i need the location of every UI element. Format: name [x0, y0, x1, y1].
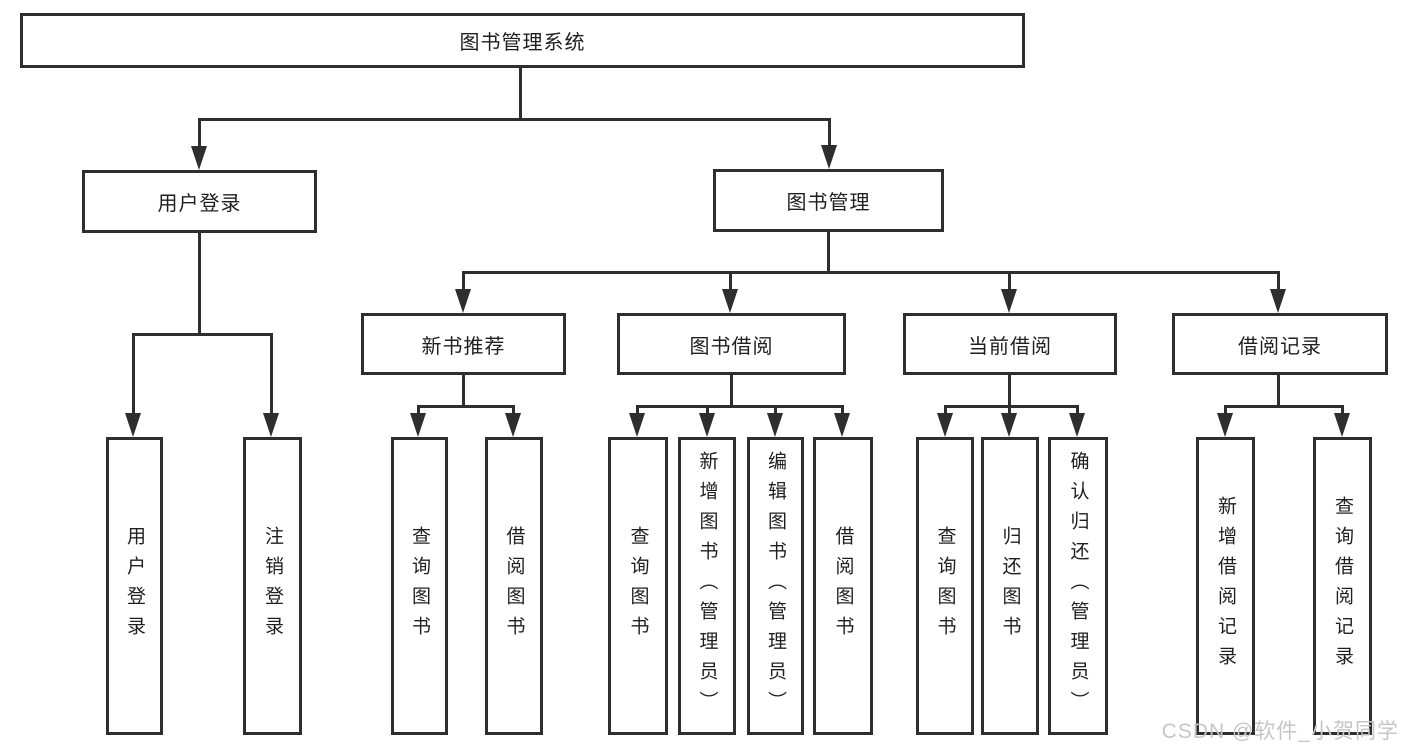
node-book-management: 图书管理	[713, 169, 944, 232]
node-borrowing-records-label: 借阅记录	[1238, 335, 1322, 358]
connector-new-book-rail	[417, 405, 515, 408]
node-book-borrowing-label: 图书借阅	[689, 335, 774, 358]
leaf-logout: 注销登录	[243, 437, 302, 735]
arrowhead-down-icon	[263, 413, 279, 437]
connector-drop	[1224, 405, 1227, 415]
connector-drop-new-book	[462, 271, 465, 291]
arrowhead-down-icon	[1217, 413, 1233, 437]
connector-drop	[1341, 405, 1344, 415]
arrowhead-down-icon	[699, 413, 715, 437]
leaf-confirm-return-admin: 确认归还（管理员）	[1048, 437, 1108, 735]
arrowhead-down-icon	[1270, 289, 1286, 313]
leaf-query-books-borrowing: 查询图书	[608, 437, 668, 735]
node-new-book-recommendation: 新书推荐	[361, 313, 566, 375]
leaf-borrow-books-borrowing: 借阅图书	[813, 437, 873, 735]
arrowhead-down-icon	[1001, 289, 1017, 313]
leaf-return-books-label: 归还图书	[999, 526, 1021, 646]
connector-drop-current-borrowing	[1008, 271, 1011, 291]
arrowhead-down-icon	[767, 413, 783, 437]
connector-borrowing-records-stem	[1277, 375, 1280, 408]
arrowhead-down-icon	[1069, 413, 1085, 437]
node-root: 图书管理系统	[20, 13, 1025, 68]
node-current-borrowing: 当前借阅	[903, 313, 1117, 375]
connector-level3-rail	[462, 271, 1280, 274]
leaf-add-borrowing-record-label: 新增借阅记录	[1215, 496, 1236, 676]
csdn-watermark: CSDN @软件_小贺同学	[1161, 720, 1399, 743]
arrowhead-down-icon	[1334, 413, 1350, 437]
connector-drop-leaf-user-login	[132, 333, 135, 414]
connector-book-management-stem	[827, 232, 830, 273]
node-root-label: 图书管理系统	[459, 32, 586, 54]
connector-current-borrowing-stem	[1008, 375, 1011, 408]
leaf-user-login-label: 用户登录	[124, 526, 145, 646]
connector-drop-borrowing-records	[1277, 271, 1280, 291]
leaf-add-books-admin-label: 新增图书（管理员）	[696, 451, 718, 721]
connector-new-book-stem	[462, 375, 465, 408]
arrowhead-down-icon	[455, 289, 471, 313]
node-new-book-recommendation-label: 新书推荐	[421, 335, 506, 358]
connector-drop	[706, 405, 709, 415]
arrowhead-down-icon	[821, 145, 837, 169]
leaf-logout-label: 注销登录	[262, 526, 283, 646]
leaf-query-books-current-label: 查询图书	[934, 526, 956, 646]
leaf-borrow-books-recommend: 借阅图书	[485, 437, 543, 735]
arrowhead-down-icon	[505, 413, 521, 437]
connector-drop	[841, 405, 844, 415]
connector-drop	[944, 405, 947, 415]
leaf-query-books-borrowing-label: 查询图书	[627, 526, 649, 646]
leaf-borrow-books-recommend-label: 借阅图书	[503, 526, 525, 646]
arrowhead-down-icon	[410, 413, 426, 437]
connector-drop-book-management	[828, 118, 831, 145]
connector-drop	[1076, 405, 1079, 415]
connector-drop-user-login	[198, 118, 201, 147]
connector-user-login-rail	[132, 333, 273, 336]
arrowhead-down-icon	[629, 413, 645, 437]
arrowhead-down-icon	[937, 413, 953, 437]
node-book-borrowing: 图书借阅	[617, 313, 846, 375]
leaf-add-borrowing-record: 新增借阅记录	[1196, 437, 1255, 735]
leaf-return-books: 归还图书	[981, 437, 1039, 735]
leaf-edit-books-admin: 编辑图书（管理员）	[747, 437, 804, 735]
connector-drop	[1008, 405, 1011, 415]
leaf-borrow-books-borrowing-label: 借阅图书	[832, 526, 854, 646]
connector-drop	[774, 405, 777, 415]
leaf-query-books-current: 查询图书	[916, 437, 974, 735]
connector-drop	[512, 405, 515, 415]
leaf-query-borrowing-record-label: 查询借阅记录	[1332, 496, 1353, 676]
node-user-login: 用户登录	[82, 170, 317, 233]
leaf-edit-books-admin-label: 编辑图书（管理员）	[765, 451, 786, 721]
leaf-confirm-return-admin-label: 确认归还（管理员）	[1067, 451, 1089, 721]
connector-current-borrowing-rail	[944, 405, 1079, 408]
arrowhead-down-icon	[722, 289, 738, 313]
connector-book-borrowing-stem	[730, 375, 733, 408]
connector-drop-leaf-logout	[270, 333, 273, 414]
node-borrowing-records: 借阅记录	[1172, 313, 1388, 375]
connector-drop	[417, 405, 420, 415]
leaf-query-borrowing-record: 查询借阅记录	[1313, 437, 1372, 735]
connector-borrowing-records-rail	[1224, 405, 1344, 408]
leaf-query-books-recommend-label: 查询图书	[409, 526, 430, 646]
leaf-add-books-admin: 新增图书（管理员）	[678, 437, 736, 735]
arrowhead-down-icon	[834, 413, 850, 437]
connector-book-borrowing-rail	[636, 405, 844, 408]
leaf-query-books-recommend: 查询图书	[391, 437, 448, 735]
node-current-borrowing-label: 当前借阅	[968, 335, 1052, 358]
connector-drop	[636, 405, 639, 415]
connector-user-login-stem	[198, 233, 201, 335]
connector-drop-book-borrowing	[729, 271, 732, 291]
node-user-login-label: 用户登录	[157, 193, 242, 215]
connector-root-stem	[519, 68, 522, 118]
arrowhead-down-icon	[191, 146, 207, 170]
leaf-user-login: 用户登录	[106, 437, 163, 735]
arrowhead-down-icon	[1001, 413, 1017, 437]
node-book-management-label: 图书管理	[786, 192, 871, 214]
arrowhead-down-icon	[125, 413, 141, 437]
connector-level1-rail	[198, 118, 831, 121]
